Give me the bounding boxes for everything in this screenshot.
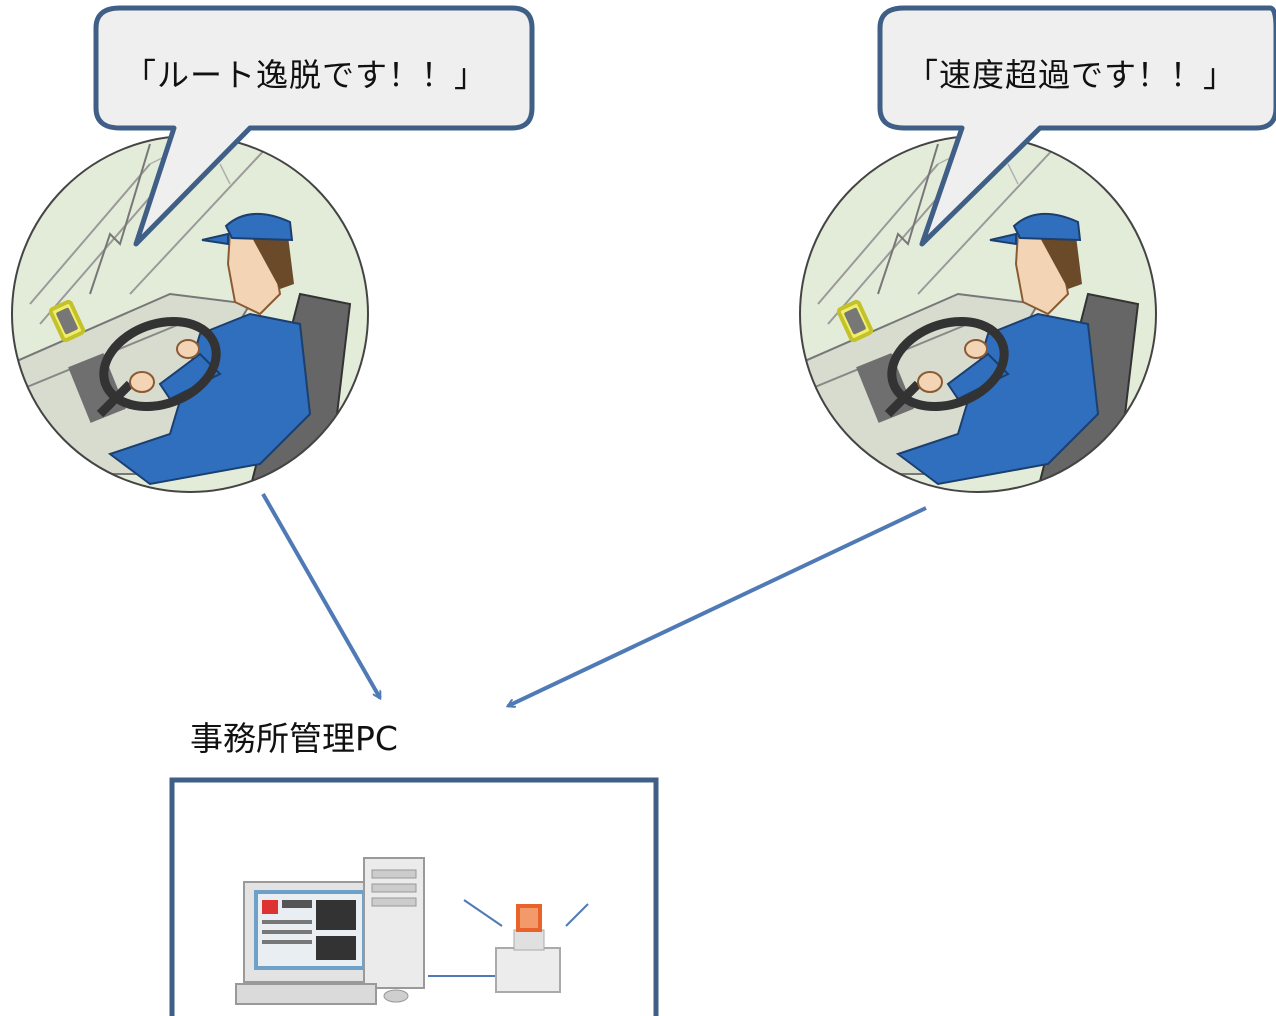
speech-bubble-left (93, 5, 535, 247)
arrow-left-to-pc (261, 493, 382, 698)
arrow-right-to-pc (508, 506, 927, 706)
bubble-text-right: 「速度超過です！！」 (906, 56, 1237, 94)
desktop-pc-icon (235, 857, 425, 1005)
signal-tower-lamp-icon (463, 899, 589, 993)
office-pc-label: 事務所管理PC (190, 719, 398, 758)
bubble-text-left: 「ルート逸脱です！！」 (124, 56, 488, 94)
